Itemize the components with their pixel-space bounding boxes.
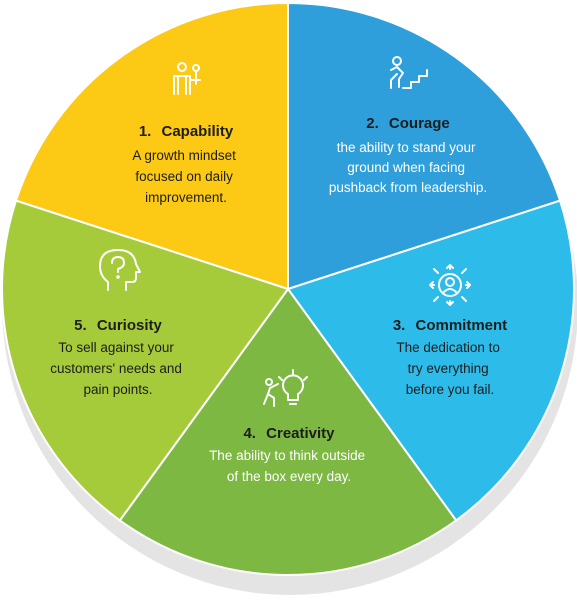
description-line: The ability to think outside — [209, 448, 365, 463]
wedge-capability — [14, 1, 289, 291]
person-lightbulb-icon — [263, 369, 308, 407]
svg-text:2. Courage: 2. Courage — [366, 115, 450, 132]
segment-curiosity: 5. Curiosity To sell against your custom… — [50, 249, 185, 397]
segment-title: Capability — [162, 123, 234, 140]
wedge-creativity — [118, 287, 458, 577]
segment-number: 2. — [366, 115, 379, 132]
segment-title: Commitment — [416, 317, 508, 334]
description-line: improvement. — [145, 190, 227, 205]
description-line: pain points. — [83, 382, 152, 397]
description-line: A growth mindset — [132, 148, 236, 163]
segment-title: Courage — [389, 115, 450, 132]
segment-commitment: 3. Commitment The dedication to try ever… — [393, 264, 507, 397]
segment-title: Creativity — [266, 425, 335, 442]
person-climbing-stairs-icon — [390, 56, 428, 89]
segment-creativity: 4. Creativity The ability to think outsi… — [209, 369, 369, 484]
description-line: of the box every day. — [227, 469, 351, 484]
person-target-arrows-icon — [429, 264, 471, 306]
description-line: before you fail. — [406, 382, 495, 397]
segment-number: 1. — [139, 123, 152, 140]
segment-description: The dedication to try everything before … — [396, 340, 503, 397]
description-line: To sell against your — [58, 340, 174, 355]
segment-description: A growth mindset focused on daily improv… — [132, 148, 239, 205]
person-key-icon — [173, 62, 201, 95]
segment-description: The ability to think outside of the box … — [209, 448, 369, 484]
svg-text:4. Creativity: 4. Creativity — [243, 425, 335, 442]
segment-number: 5. — [74, 317, 87, 334]
segment-description: the ability to stand your ground when fa… — [329, 140, 487, 195]
segment-description: To sell against your customers' needs an… — [50, 340, 185, 397]
description-line: The dedication to — [396, 340, 500, 355]
head-question-icon — [99, 249, 141, 291]
description-line: try everything — [408, 361, 489, 376]
segment-capability: 1. Capability A growth mindset focused o… — [132, 62, 239, 205]
svg-text:3. Commitment: 3. Commitment — [393, 317, 507, 334]
svg-text:1. Capability: 1. Capability — [139, 123, 234, 140]
description-line: pushback from leadership. — [329, 180, 487, 195]
segment-title: Curiosity — [97, 317, 163, 334]
description-line: focused on daily — [135, 169, 233, 184]
wedge-curiosity — [1, 199, 290, 522]
wedge-commitment — [286, 199, 575, 522]
description-line: the ability to stand your — [337, 140, 476, 155]
description-line: customers' needs and — [50, 361, 182, 376]
svg-text:5. Curiosity: 5. Curiosity — [74, 317, 162, 334]
segment-number: 4. — [243, 425, 256, 442]
description-line: ground when facing — [347, 160, 465, 175]
wedge-courage — [287, 1, 562, 291]
segment-number: 3. — [393, 317, 406, 334]
segment-courage: 2. Courage the ability to stand your gro… — [329, 56, 487, 195]
